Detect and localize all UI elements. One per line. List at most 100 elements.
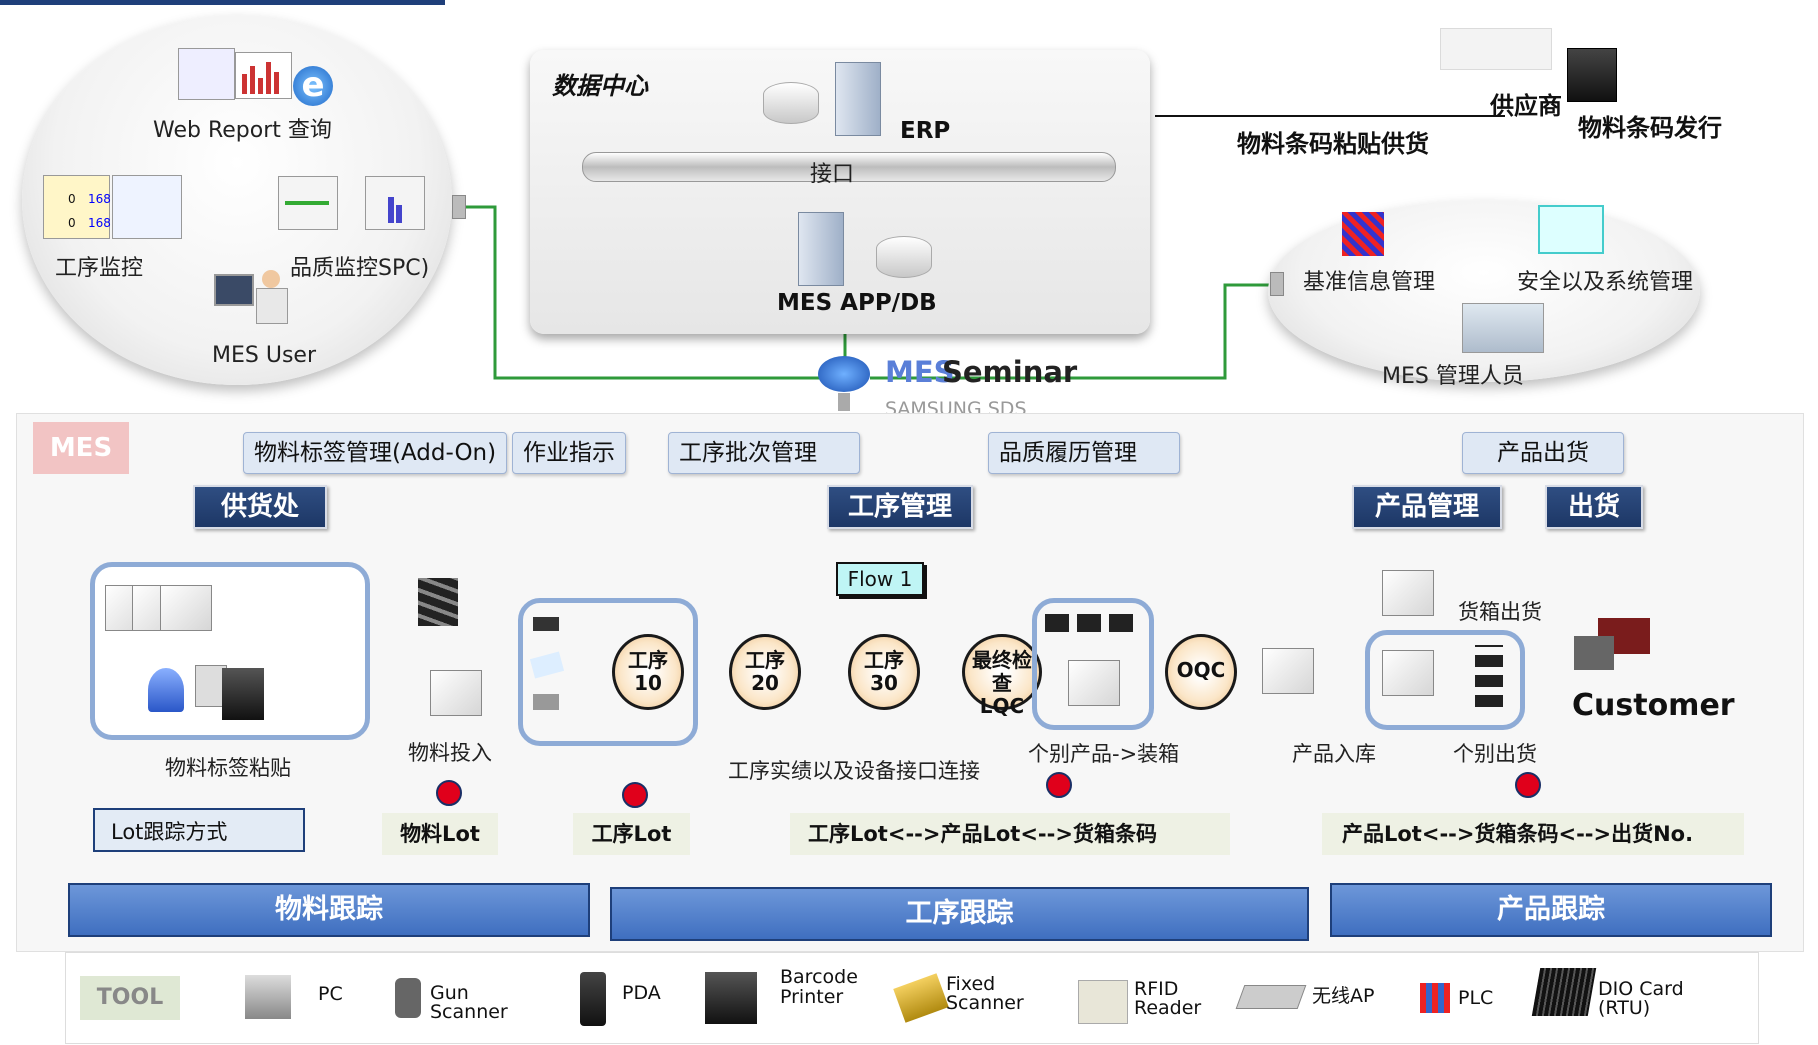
trace-point-shipment bbox=[1515, 772, 1541, 798]
process-monitor-screen: 0 168 0 168 bbox=[43, 175, 111, 239]
mes-app-label: MES APP/DB bbox=[777, 290, 937, 316]
barcode-issue-label: 物料条码发行 bbox=[1578, 114, 1722, 142]
right-network-line bbox=[870, 283, 1270, 380]
router-icon bbox=[818, 356, 870, 392]
scanner-stack-icon bbox=[418, 578, 458, 626]
material-box-3 bbox=[160, 585, 212, 631]
trace-point-product bbox=[1046, 772, 1072, 798]
header-shipment: 出货 bbox=[1545, 485, 1643, 529]
process-result-label: 工序实绩以及设备接口连接 bbox=[728, 759, 980, 783]
spc-screen-2 bbox=[365, 176, 425, 230]
header-product-management: 产品管理 bbox=[1352, 485, 1502, 529]
tool-ap-label: 无线AP bbox=[1312, 985, 1375, 1007]
lot-tracking-label: Lot跟踪方式 bbox=[93, 808, 305, 852]
process-monitor-label: 工序监控 bbox=[55, 256, 144, 281]
network-port-right bbox=[1270, 272, 1284, 296]
tool-plc-label: PLC bbox=[1458, 987, 1494, 1009]
operator-icon bbox=[148, 668, 184, 712]
network-port-left bbox=[452, 195, 466, 219]
tool-gun-label2: Scanner bbox=[430, 1001, 508, 1023]
packing-frame bbox=[1032, 598, 1154, 730]
customer-label: Customer bbox=[1572, 688, 1735, 723]
tool-dio-label: DIO Card bbox=[1598, 978, 1684, 1000]
wireless-ap-icon bbox=[1235, 985, 1307, 1009]
tool-rfid-label2: Reader bbox=[1134, 997, 1202, 1019]
router-port bbox=[838, 393, 850, 411]
barcode-printer-icon bbox=[1567, 48, 1617, 102]
logo-seminar: Seminar bbox=[942, 355, 1078, 389]
callout-quality-history: 品质履历管理 bbox=[988, 432, 1180, 474]
mes-user-label: MES User bbox=[212, 343, 316, 368]
warehouse-in-label: 产品入库 bbox=[1292, 742, 1376, 766]
oqc-circle: OQC bbox=[1165, 634, 1237, 710]
packing-box-icon bbox=[1068, 660, 1120, 706]
individual-box-icon bbox=[1382, 650, 1434, 696]
individual-ship-frame bbox=[1365, 630, 1525, 730]
trace-point-material bbox=[436, 780, 462, 806]
mes-admin-label: MES 管理人员 bbox=[1382, 364, 1524, 389]
spc-screen-1 bbox=[278, 176, 338, 230]
pc-icon bbox=[245, 975, 291, 1019]
web-report-label: Web Report 查询 bbox=[153, 118, 332, 143]
process-tracking-bar: 工序跟踪 bbox=[610, 887, 1309, 941]
mes-database-icon bbox=[876, 236, 932, 278]
plc-icon bbox=[1420, 983, 1450, 1013]
callout-process-lot: 工序批次管理 bbox=[668, 432, 860, 474]
packing-label: 个别产品->装箱 bbox=[1028, 742, 1180, 766]
rfid-reader-icon bbox=[1078, 980, 1128, 1024]
device-icon bbox=[533, 694, 559, 710]
mes-label: MES bbox=[33, 422, 129, 474]
tool-printer-label: Barcode bbox=[780, 966, 858, 988]
dio-card-icon bbox=[1531, 968, 1597, 1016]
label-attach-label: 物料标签粘贴 bbox=[165, 756, 291, 780]
erp-server-icon bbox=[835, 62, 881, 136]
data-center-title: 数据中心 bbox=[552, 72, 648, 100]
erp-database-icon bbox=[763, 82, 819, 124]
erp-label: ERP bbox=[900, 118, 951, 144]
scanner-icon-a bbox=[533, 617, 559, 631]
lot-process-product: 工序Lot<-->产品Lot<-->货箱条码 bbox=[790, 813, 1230, 855]
left-network-line bbox=[460, 205, 820, 380]
callout-product-shipment: 产品出货 bbox=[1462, 432, 1624, 474]
top-accent-bar bbox=[0, 0, 445, 5]
supplier-label: 供应商 bbox=[1490, 92, 1562, 120]
tool-pda-label: PDA bbox=[622, 982, 661, 1004]
barcode-supply-label: 物料条码粘贴供货 bbox=[1237, 130, 1429, 158]
security-label: 安全以及系统管理 bbox=[1517, 270, 1694, 295]
callout-label-management: 物料标签管理(Add-On) bbox=[243, 432, 508, 474]
barcode-printer-tool-icon bbox=[705, 972, 757, 1024]
warehouse-box-icon bbox=[1262, 648, 1314, 694]
input-box-icon bbox=[430, 670, 482, 716]
trace-point-process bbox=[622, 782, 648, 808]
material-input-label: 物料投入 bbox=[408, 741, 492, 765]
tool-label: TOOL bbox=[80, 976, 180, 1020]
lot-process: 工序Lot bbox=[573, 813, 690, 855]
mes-server-icon bbox=[798, 212, 844, 286]
individual-ship-label: 个别出货 bbox=[1453, 742, 1537, 766]
header-process-management: 工序管理 bbox=[827, 485, 973, 529]
factory-icon bbox=[1440, 28, 1552, 70]
security-icon bbox=[1538, 205, 1604, 254]
layout-screen bbox=[112, 175, 182, 239]
product-tracking-bar: 产品跟踪 bbox=[1330, 883, 1772, 937]
pda-icon bbox=[580, 972, 606, 1026]
interface-bus bbox=[582, 152, 1116, 182]
ship-box-icon bbox=[1382, 570, 1434, 616]
report-screenshot bbox=[178, 48, 235, 100]
individual-scanners-icon bbox=[1475, 645, 1503, 707]
base-info-icon bbox=[1342, 212, 1384, 256]
flow-1-label: Flow 1 bbox=[836, 562, 924, 596]
material-tracking-bar: 物料跟踪 bbox=[68, 883, 590, 937]
tool-gun-label: Gun bbox=[430, 982, 469, 1004]
operator-pc-icon bbox=[195, 665, 227, 707]
base-info-label: 基准信息管理 bbox=[1303, 270, 1436, 295]
tool-dio-label2: (RTU) bbox=[1598, 997, 1651, 1019]
callout-work-instruction: 作业指示 bbox=[512, 432, 626, 474]
tool-fixed-label2: Scanner bbox=[946, 992, 1024, 1014]
user-computer-icon bbox=[210, 270, 290, 332]
header-supplier: 供货处 bbox=[193, 485, 327, 529]
